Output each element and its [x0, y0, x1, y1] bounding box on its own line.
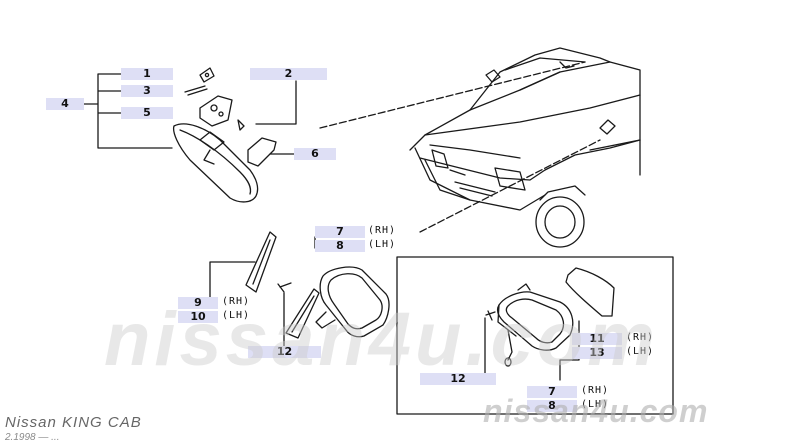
callout-3: 3: [121, 85, 173, 97]
callout-12-left: 12: [248, 346, 321, 358]
inside-mirror-assembly: [172, 67, 277, 203]
callout-13: 13: [572, 347, 622, 359]
callout-11: 11: [572, 333, 622, 345]
lh-label-8-right: (LH): [581, 399, 610, 410]
callout-6: 6: [294, 148, 336, 160]
finisher-9-10: [245, 231, 277, 293]
callout-8-mid: 8: [315, 240, 365, 252]
bracket-2: [255, 80, 297, 125]
finisher-12-left: [285, 288, 320, 339]
rh-label-9: (RH): [222, 296, 251, 307]
callout-1: 1: [121, 68, 173, 80]
lh-label-13: (LH): [626, 346, 655, 357]
door-mirror-left: [277, 266, 390, 338]
rh-label-11: (RH): [626, 332, 655, 343]
callout-10: 10: [178, 311, 218, 323]
pointer-line-door-mirror: [419, 139, 601, 233]
truck-illustration: [409, 47, 641, 248]
watermark-large: nissan4u.com: [104, 297, 659, 382]
callout-7-mid: 7: [315, 226, 365, 238]
callout-5: 5: [121, 107, 173, 119]
callout-9: 9: [178, 297, 218, 309]
detail-frame: [396, 256, 674, 415]
callout-12-right: 12: [420, 373, 496, 385]
callout-2: 2: [250, 68, 327, 80]
rh-label-7-right: (RH): [581, 385, 610, 396]
door-mirror-right-detail: [485, 267, 615, 367]
bracket-4: [83, 73, 173, 149]
callout-7-right: 7: [527, 386, 577, 398]
pointer-line-inside-mirror: [319, 61, 586, 129]
callout-4: 4: [46, 98, 84, 110]
production-period-label: 2.1998 — ...: [5, 432, 60, 443]
rh-label-7-mid: (RH): [368, 225, 397, 236]
watermark-small: nissan4u.com: [483, 393, 709, 429]
lh-label-8-mid: (LH): [368, 239, 397, 250]
bracket-9-10: [209, 261, 256, 303]
callout-8-right: 8: [527, 400, 577, 412]
vehicle-model-label: Nissan KING CAB: [5, 414, 142, 431]
lh-label-10: (LH): [222, 310, 251, 321]
